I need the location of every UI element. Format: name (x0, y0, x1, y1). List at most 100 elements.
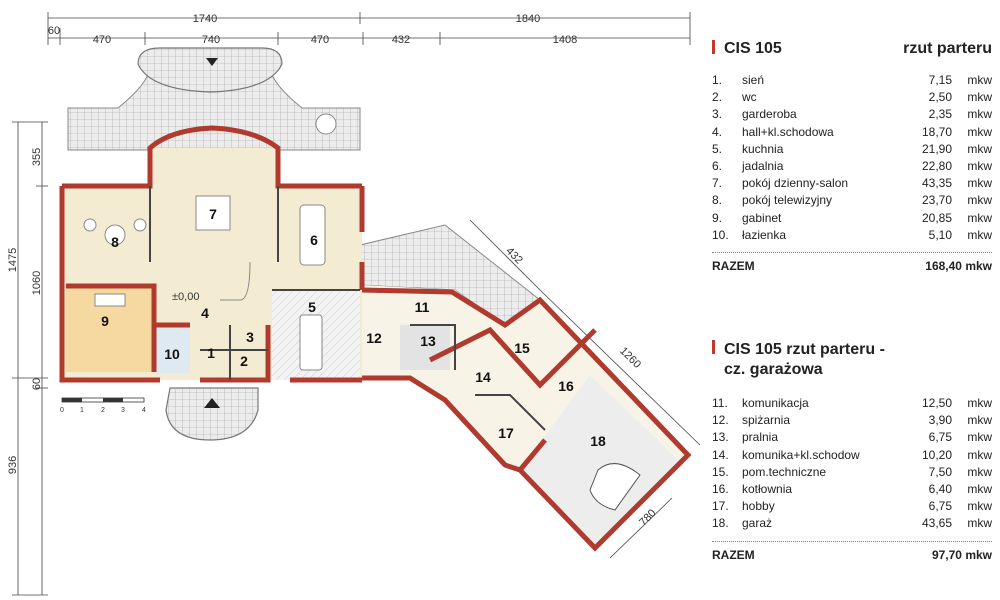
dim-label: 60 (31, 378, 43, 390)
room-unit: mkw (967, 447, 992, 462)
dim-label: 1740 (193, 13, 217, 25)
room-number: 13 (420, 333, 436, 349)
room-area: 6,75 (928, 430, 952, 445)
room-row: 12. spiżarnia 3,90 mkw (712, 412, 992, 429)
legend-code: CIS 105 (724, 40, 782, 57)
room-unit: mkw (967, 430, 992, 445)
room-number: 3 (246, 329, 254, 345)
dim-label: 355 (31, 148, 43, 166)
room-index: 8. (712, 193, 723, 208)
room-name: łazienka (742, 227, 787, 242)
room-name: gabinet (742, 210, 782, 225)
room-name: kuchnia (742, 141, 784, 156)
room-index: 2. (712, 90, 723, 105)
room-area: 7,50 (928, 464, 952, 479)
room-unit: mkw (967, 210, 992, 225)
room-area: 7,15 (928, 73, 952, 87)
room-index: 5. (712, 141, 723, 156)
room-unit: mkw (967, 193, 992, 208)
dim-label: 1475 (7, 248, 19, 272)
dim-label: 432 (503, 245, 524, 266)
room-index: 13. (712, 430, 729, 445)
room-name: komunikacja (742, 396, 809, 410)
room-index: 4. (712, 124, 723, 139)
dimension-lines (12, 12, 700, 596)
room-number: 17 (498, 425, 514, 441)
room-number: 14 (475, 369, 491, 385)
dim-label: 780 (637, 507, 658, 528)
room-area: 10,20 (921, 447, 952, 462)
room-index: 12. (712, 413, 729, 428)
room-row: 8. pokój telewizyjny 23,70 mkw (712, 192, 992, 209)
scale-bar: 0 1 2 3 4 (60, 397, 146, 414)
room-number: 15 (514, 340, 530, 356)
room-area: 22,80 (921, 158, 952, 173)
room-area: 43,65 (921, 516, 952, 531)
room-unit: mkw (967, 90, 992, 105)
room-index: 16. (712, 481, 729, 496)
room-name: jadalnia (742, 158, 784, 173)
room-name: spiżarnia (742, 413, 791, 428)
room-unit: mkw (967, 396, 992, 410)
room-number: 10 (164, 346, 180, 362)
dim-label: 1060 (31, 271, 43, 295)
room-name: hall+kl.schodowa (742, 124, 834, 139)
room-area: 3,90 (928, 413, 952, 428)
dim-label: 1840 (516, 13, 540, 25)
walls (59, 125, 692, 552)
room-index: 9. (712, 210, 723, 225)
scale-tick: 2 (101, 407, 105, 414)
room-unit: mkw (967, 464, 992, 479)
furniture (83, 113, 641, 511)
room-number: 7 (209, 206, 217, 222)
terrace-arrow-icon (206, 58, 218, 66)
room-area: 18,70 (921, 124, 952, 139)
accent-bar (712, 340, 715, 354)
dim-label: 740 (202, 34, 220, 46)
scale-tick: 3 (121, 407, 125, 414)
room-area: 6,75 (928, 499, 952, 514)
room-index: 15. (712, 464, 729, 479)
room-number: 4 (201, 305, 209, 321)
dim-label: 936 (7, 456, 19, 474)
entrance-arrow-icon (204, 398, 220, 408)
room-row: 4. hall+kl.schodowa 18,70 mkw (712, 124, 992, 141)
room-name: pokój telewizyjny (742, 193, 833, 208)
house-floor (62, 148, 362, 380)
room-number: 5 (308, 299, 316, 315)
room-unit: mkw (967, 124, 992, 139)
room-area: 23,70 (921, 193, 952, 208)
room-number: 11 (415, 299, 430, 315)
room-area: 43,35 (921, 176, 952, 191)
room-area: 2,35 (928, 107, 952, 122)
room-name: pokój dzienny-salon (742, 176, 849, 191)
accent-bar (712, 40, 715, 54)
inner-walls (149, 186, 546, 431)
divider (712, 540, 992, 542)
room-area: 2,50 (928, 90, 952, 105)
room-name: garderoba (742, 107, 797, 122)
floor-plan: 0 1 2 3 4 60 1740 1840 470 740 470 432 1… (7, 12, 700, 596)
legend-title-line2: cz. garażowa (724, 361, 823, 378)
scale-tick: 1 (80, 407, 84, 414)
room-unit: mkw (967, 516, 992, 531)
room-number: 16 (558, 378, 574, 394)
room-area: 12,50 (921, 396, 952, 410)
room-area: 21,90 (921, 141, 952, 156)
room-row: 9. gabinet 20,85 mkw (712, 210, 992, 227)
scale-tick: 4 (142, 407, 146, 414)
room-area: 20,85 (921, 210, 952, 225)
room-number: 8 (111, 234, 119, 250)
room-name: komunika+kl.schodow (742, 447, 860, 462)
dim-label: 60 (48, 25, 60, 37)
legend-title: CIS 105 rzut parteru - (724, 341, 885, 358)
room-index: 7. (712, 176, 723, 191)
room-unit: mkw (967, 413, 992, 428)
